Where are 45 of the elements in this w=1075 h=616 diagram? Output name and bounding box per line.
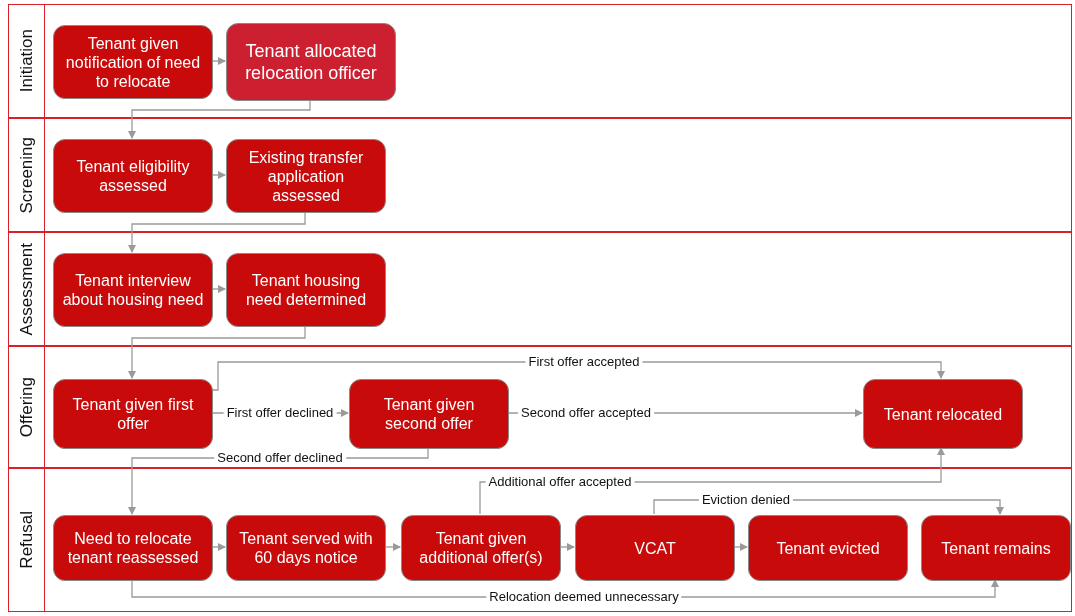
arrow — [128, 99, 311, 139]
process-box: Tenant given second offer — [349, 379, 509, 449]
edge-label: Relocation deemed unnecessary — [486, 589, 682, 605]
arrow — [384, 543, 401, 551]
process-box: Tenant given first offer — [53, 379, 213, 449]
arrow — [128, 325, 306, 379]
process-box: Tenant given additional offer(s) — [401, 515, 561, 581]
arrow — [128, 447, 429, 515]
process-box: Tenant remains — [921, 515, 1071, 581]
arrow — [211, 57, 226, 65]
swimlane — [8, 4, 1072, 118]
process-box: Tenant evicted — [748, 515, 908, 581]
process-box: Tenant served with 60 days notice — [226, 515, 386, 581]
arrow — [131, 579, 999, 598]
lane-title: Assessment — [16, 242, 37, 336]
process-box: Tenant relocated — [863, 379, 1023, 449]
edge-label: Second offer accepted — [518, 405, 654, 421]
process-box: Tenant housing need determined — [226, 253, 386, 327]
edge-label: Additional offer accepted — [485, 474, 635, 490]
arrow — [479, 447, 945, 515]
process-box: Tenant interview about housing need — [53, 253, 213, 327]
arrow — [211, 171, 226, 179]
arrow — [507, 409, 863, 417]
process-box: VCAT — [575, 515, 735, 581]
arrow — [559, 543, 575, 551]
edge-label: First offer accepted — [525, 354, 643, 370]
lane-title: Initiation — [16, 29, 37, 93]
arrow — [211, 285, 226, 293]
lane-title: Refusal — [16, 511, 37, 569]
arrow — [653, 499, 1004, 515]
process-box: Tenant given notification of need to relocate — [53, 25, 213, 99]
lane-title: Screening — [16, 136, 37, 214]
process-box: Existing transfer application assessed — [226, 139, 386, 213]
process-box: Tenant allocated relocation officer — [226, 23, 396, 101]
arrow — [128, 211, 306, 253]
arrow — [733, 543, 748, 551]
arrow — [211, 361, 945, 391]
swimlane — [8, 346, 1072, 468]
swimlane — [8, 468, 1072, 612]
process-box: Need to relocate tenant reassessed — [53, 515, 213, 581]
lane-title: Offering — [16, 376, 37, 438]
arrow — [211, 543, 226, 551]
process-box: Tenant eligibility assessed — [53, 139, 213, 213]
swimlane — [8, 118, 1072, 232]
swimlane — [8, 232, 1072, 346]
